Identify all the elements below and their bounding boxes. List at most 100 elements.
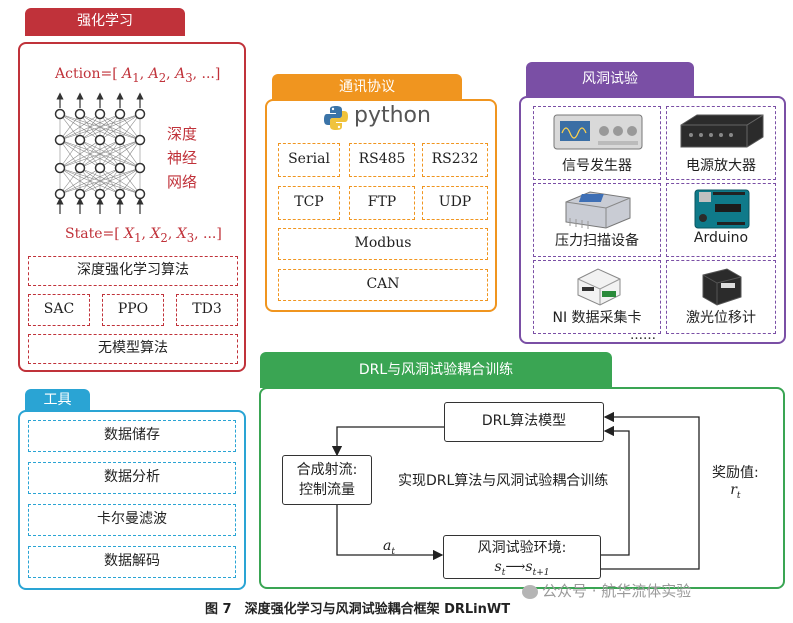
drl-title: DRL与风洞试验耦合训练 (358, 362, 514, 378)
proto-ftp: FTP (349, 186, 415, 220)
drl-algo-label: 深度强化学习算法 (77, 262, 189, 278)
proto-udp-label: UDP (438, 194, 472, 210)
wt-item-label-5: NI 数据采集卡 (552, 310, 642, 326)
wt-item-signal-generator: 信号发生器 (533, 106, 661, 180)
proto-tcp: TCP (278, 186, 340, 220)
laser-displacement-icon (702, 268, 742, 306)
synthetic-jet-box: 合成射流: 控制流量 (282, 455, 372, 505)
algo-td3-label: TD3 (192, 301, 222, 317)
tool-data-decoding: 数据解码 (28, 546, 236, 578)
nn-node (114, 188, 126, 200)
comm-title: 通讯协议 (339, 79, 395, 95)
rl-tab: 强化学习 (25, 8, 185, 36)
nn-node (54, 162, 66, 174)
rl-title: 强化学习 (77, 13, 133, 29)
wt-tab: 风洞试验 (526, 62, 694, 96)
reward-label-text: 奖励值: (712, 465, 759, 481)
algo-ppo: PPO (102, 294, 164, 326)
nn-node (114, 108, 126, 120)
nn-label: 深度 神经 网络 (165, 122, 199, 194)
wechat-icon (522, 584, 538, 599)
drl-center-text: 实现DRL算法与风洞试验耦合训练 (398, 473, 609, 489)
tool-label-3: 卡尔曼滤波 (97, 511, 167, 527)
proto-rs485: RS485 (349, 143, 415, 177)
wt-item-label-4: Arduino (693, 230, 749, 246)
wt-item-label-3: 压力扫描设备 (555, 233, 639, 249)
algo-td3: TD3 (176, 294, 238, 326)
tool-label-4: 数据解码 (104, 553, 160, 569)
drl-tab: DRL与风洞试验耦合训练 (260, 352, 612, 388)
proto-can: CAN (278, 269, 488, 301)
nn-node (94, 134, 106, 146)
tools-panel (18, 410, 246, 590)
figure-caption: 图 7 深度强化学习与风洞试验耦合框架 DRLinWT (205, 602, 511, 617)
nn-node (134, 108, 146, 120)
wt-item-pressure-scanner: 压力扫描设备 (533, 183, 661, 257)
env-line1: 风洞试验环境: (477, 540, 567, 556)
tool-data-analysis: 数据分析 (28, 462, 236, 494)
nn-node (74, 188, 86, 200)
nn-node (74, 134, 86, 146)
nn-node (74, 108, 86, 120)
tool-kalman-filter: 卡尔曼滤波 (28, 504, 236, 536)
nn-label-1: 深度 (166, 125, 197, 143)
env-line2: st⟶st+1 (494, 559, 550, 578)
arduino-board-icon (694, 189, 750, 229)
nn-node (54, 108, 66, 120)
algo-sac-label: SAC (43, 301, 75, 317)
wind-tunnel-env-box: 风洞试验环境: st⟶st+1 (443, 535, 601, 579)
nn-node (94, 188, 106, 200)
comm-tab: 通讯协议 (272, 74, 462, 100)
model-free-label: 无模型算法 (98, 340, 168, 356)
wt-item-ni-daq: NI 数据采集卡 (533, 260, 661, 334)
comm-panel (265, 99, 497, 312)
proto-tcp-label: TCP (294, 194, 324, 210)
proto-modbus-label: Modbus (354, 235, 412, 251)
action-at-label: at (383, 538, 395, 557)
drl-model-box: DRL算法模型 (444, 402, 604, 442)
reward-rt: rt (730, 482, 741, 501)
synthetic-jet-line2: 控制流量 (299, 482, 355, 498)
proto-serial: Serial (278, 143, 340, 177)
ni-daq-icon (577, 268, 621, 306)
tools-tab: 工具 (25, 389, 90, 411)
wt-item-laser-displacement: 激光位移计 (666, 260, 776, 334)
python-logo-icon (324, 106, 348, 130)
wt-item-arduino: Arduino (666, 183, 776, 257)
proto-udp: UDP (422, 186, 488, 220)
nn-node (134, 188, 146, 200)
nn-node (114, 162, 126, 174)
wt-item-power-amplifier: 电源放大器 (666, 106, 776, 180)
nn-node (134, 162, 146, 174)
nn-node (54, 188, 66, 200)
proto-serial-label: Serial (288, 151, 330, 167)
python-wordmark: python (354, 103, 431, 128)
pressure-scanner-icon (565, 191, 631, 229)
proto-can-label: CAN (366, 276, 400, 292)
signal-generator-icon (553, 114, 643, 150)
rl-panel (18, 42, 246, 372)
tool-label-1: 数据储存 (104, 427, 160, 443)
nn-label-2: 神经 (166, 149, 197, 167)
nn-node (74, 162, 86, 174)
wt-title: 风洞试验 (582, 71, 638, 87)
algo-ppo-label: PPO (117, 301, 149, 317)
proto-modbus: Modbus (278, 228, 488, 260)
drl-model-label: DRL算法模型 (481, 413, 567, 429)
nn-node (134, 134, 146, 146)
nn-node (54, 134, 66, 146)
watermark-text: 公众号 · 航华流体实验 (542, 582, 692, 600)
drl-flow-arrows (331, 411, 700, 570)
proto-rs232-label: RS232 (431, 151, 479, 167)
nn-label-3: 网络 (166, 173, 197, 191)
reward-label: 奖励值: rt (712, 462, 759, 501)
proto-rs232: RS232 (422, 143, 488, 177)
model-free-box: 无模型算法 (28, 334, 238, 364)
tools-title: 工具 (43, 392, 72, 408)
wt-item-label-2: 电源放大器 (686, 158, 756, 174)
proto-ftp-label: FTP (367, 194, 397, 210)
neural-network-icon (54, 92, 146, 214)
synthetic-jet-line1: 合成射流: (296, 462, 358, 478)
tool-label-2: 数据分析 (104, 469, 160, 485)
watermark: 公众号 · 航华流体实验 (522, 580, 691, 601)
